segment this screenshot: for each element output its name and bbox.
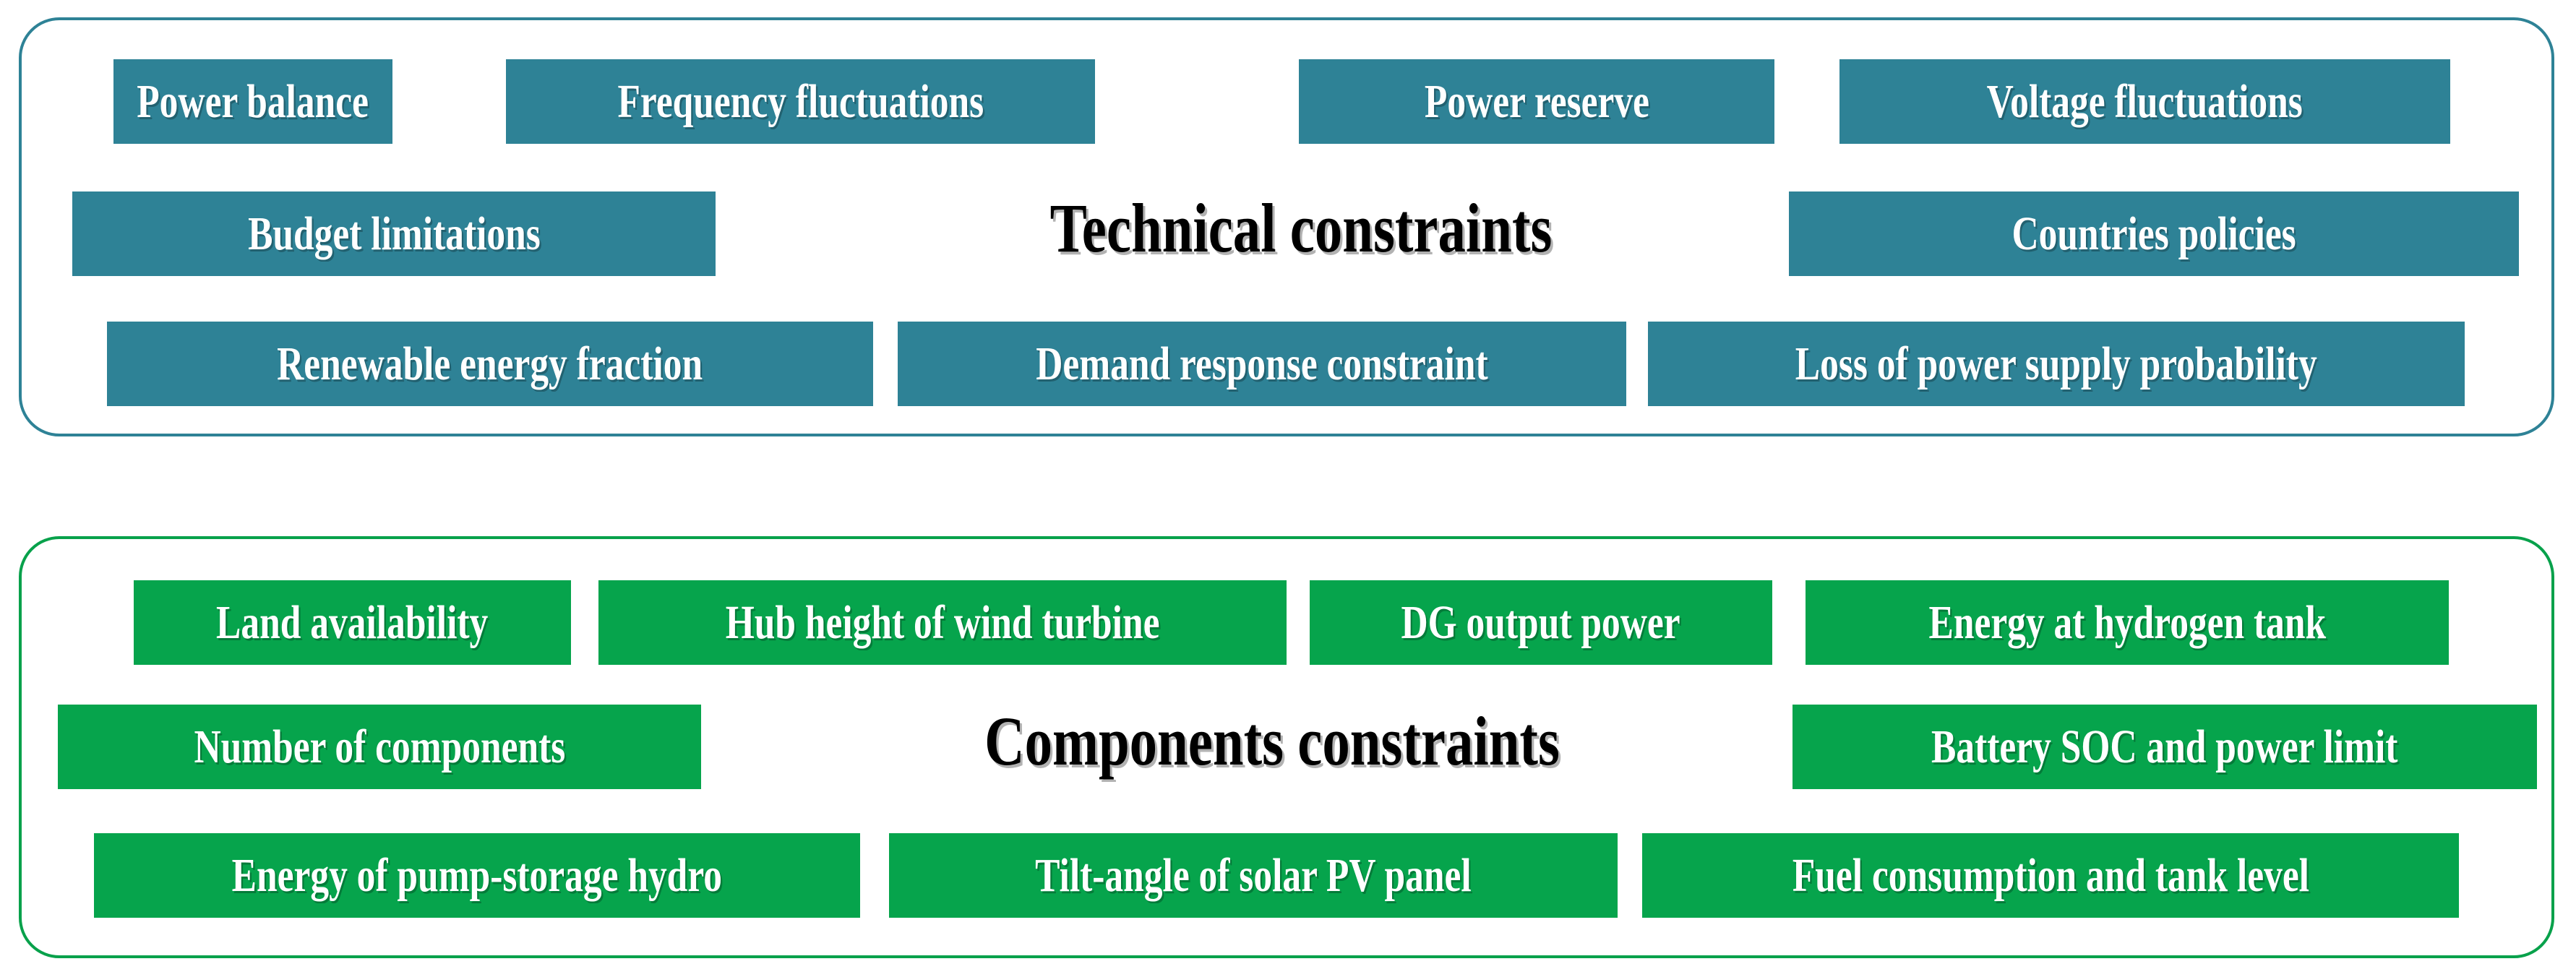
constraint-chip-label: Number of components (194, 720, 565, 773)
components-constraints-panel (19, 536, 2554, 958)
constraint-chip-label: Loss of power supply probability (1795, 337, 2317, 390)
constraint-chip-label: Budget limitations (247, 207, 541, 260)
technical-constraints-title: Technical constraints (1049, 189, 1553, 267)
constraint-chip-energy-of-pump-storage-hydro[interactable]: Energy of pump-storage hydro (94, 833, 860, 918)
constraint-chip-loss-of-power-supply-probability[interactable]: Loss of power supply probability (1648, 322, 2465, 406)
constraint-chip-label: Power reserve (1424, 74, 1649, 128)
constraint-chip-budget-limitations[interactable]: Budget limitations (72, 191, 716, 276)
components-constraints-title: Components constraints (984, 702, 1560, 780)
constraint-chip-label: Energy of pump-storage hydro (231, 848, 723, 902)
constraint-chip-power-reserve[interactable]: Power reserve (1299, 59, 1774, 144)
constraint-chip-label: Tilt-angle of solar PV panel (1035, 848, 1472, 902)
constraint-chip-fuel-consumption-and-tank-level[interactable]: Fuel consumption and tank level (1642, 833, 2459, 918)
constraint-chip-label: Fuel consumption and tank level (1792, 848, 2309, 902)
constraint-chip-label: Energy at hydrogen tank (1928, 595, 2326, 649)
constraint-chip-label: Hub height of wind turbine (725, 595, 1160, 649)
constraint-chip-demand-response-constraint[interactable]: Demand response constraint (898, 322, 1626, 406)
constraint-chip-renewable-energy-fraction[interactable]: Renewable energy fraction (107, 322, 873, 406)
constraint-chip-land-availability[interactable]: Land availability (134, 580, 571, 665)
technical-constraints-panel (19, 17, 2554, 436)
constraint-chip-label: DG output power (1401, 595, 1681, 649)
constraint-chip-label: Power balance (137, 74, 369, 128)
constraint-chip-battery-soc-and-power-limit[interactable]: Battery SOC and power limit (1793, 705, 2537, 789)
constraint-chip-power-balance[interactable]: Power balance (113, 59, 392, 144)
constraint-chip-number-of-components[interactable]: Number of components (58, 705, 701, 789)
constraint-chip-frequency-fluctuations[interactable]: Frequency fluctuations (506, 59, 1095, 144)
constraint-chip-label: Frequency fluctuations (617, 74, 984, 128)
constraint-chip-voltage-fluctuations[interactable]: Voltage fluctuations (1839, 59, 2450, 144)
constraint-chip-label: Renewable energy fraction (277, 337, 703, 390)
constraint-chip-label: Battery SOC and power limit (1931, 720, 2398, 773)
constraint-chip-label: Voltage fluctuations (1986, 74, 2304, 128)
constraint-chip-hub-height-of-wind-turbine[interactable]: Hub height of wind turbine (598, 580, 1287, 665)
constraint-chip-energy-at-hydrogen-tank[interactable]: Energy at hydrogen tank (1806, 580, 2449, 665)
constraint-chip-countries-policies[interactable]: Countries policies (1789, 191, 2519, 276)
constraint-chip-label: Land availability (216, 595, 489, 649)
constraint-chip-label: Demand response constraint (1036, 337, 1488, 390)
constraint-chip-tilt-angle-of-solar-pv-panel[interactable]: Tilt-angle of solar PV panel (889, 833, 1618, 918)
constraint-chip-label: Countries policies (2012, 207, 2296, 260)
constraint-chip-dg-output-power[interactable]: DG output power (1310, 580, 1772, 665)
